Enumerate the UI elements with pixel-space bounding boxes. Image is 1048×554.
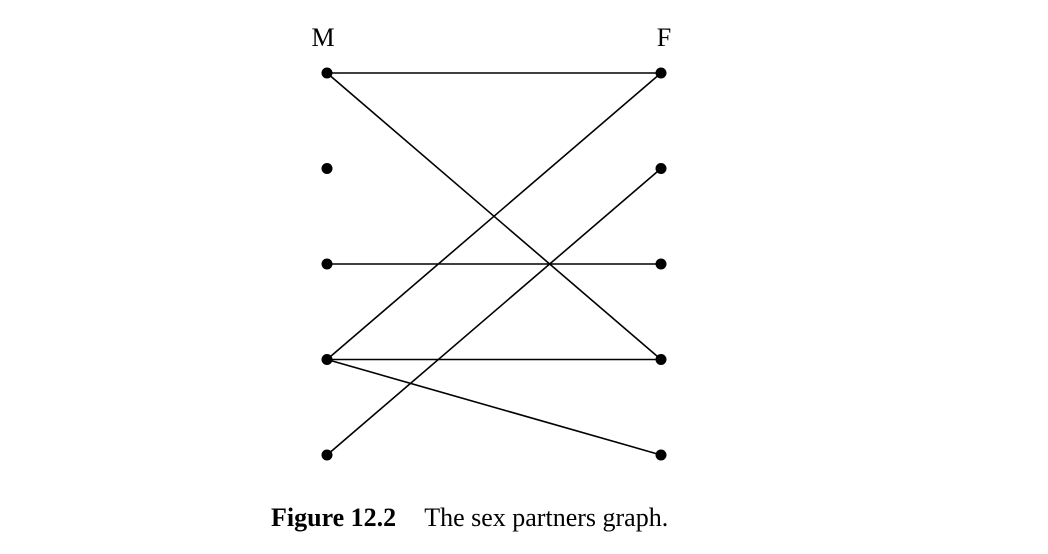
vertex-f2 [655, 163, 667, 174]
vertex-m4 [321, 354, 333, 365]
caption-number: Figure 12.2 [271, 503, 397, 532]
edge-m5-f2 [326, 167, 662, 456]
female-column-label: F [656, 23, 672, 52]
vertex-m5 [321, 449, 333, 461]
vertex-f1 [655, 67, 667, 79]
edges-layer [326, 72, 662, 456]
vertex-f5 [655, 449, 667, 461]
vertex-m2 [321, 163, 333, 174]
vertex-m3 [321, 258, 333, 270]
nodes-layer [321, 67, 667, 461]
edge-m4-f1 [326, 72, 662, 361]
vertex-f3 [655, 258, 667, 270]
caption-text: The sex partners graph. [424, 503, 669, 532]
vertex-f4 [655, 354, 667, 365]
vertex-m1 [321, 67, 333, 79]
figure-caption: Figure 12.2 The sex partners graph. [271, 502, 668, 534]
male-column-label: M [311, 23, 335, 52]
edge-m4-f5 [326, 358, 662, 456]
